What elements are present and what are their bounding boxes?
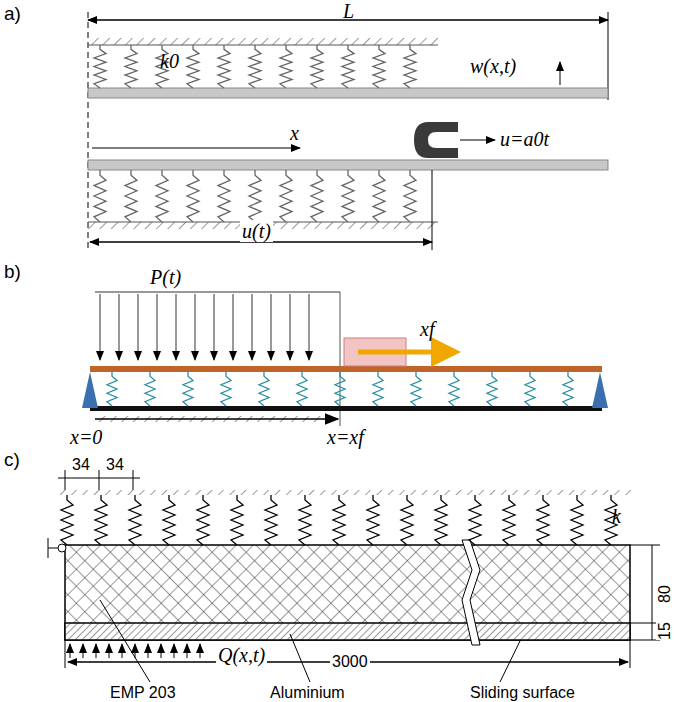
spring [373, 170, 385, 222]
spring [129, 495, 141, 545]
spring [259, 372, 269, 406]
spring [218, 170, 230, 222]
material-label: Aluminium [270, 684, 345, 702]
spring [373, 372, 383, 406]
spring [249, 170, 261, 222]
panel-label: b) [4, 262, 21, 283]
spring [94, 45, 106, 88]
dimension: 15 [656, 622, 674, 640]
spring [525, 372, 535, 406]
spring [280, 45, 292, 88]
spring [401, 495, 413, 545]
spring [183, 372, 193, 406]
dimension: 80 [656, 585, 674, 603]
spring [156, 170, 168, 222]
front-position: xf [420, 318, 434, 340]
spring [187, 45, 199, 88]
coordinate: x=xf [325, 426, 366, 448]
spring [61, 495, 73, 545]
spring [563, 372, 573, 406]
spring [435, 495, 447, 545]
spring [404, 170, 416, 222]
deflection: w(x,t) [470, 55, 516, 77]
position: u(t) [240, 220, 273, 242]
coordinate: x=0 [70, 426, 102, 448]
spring [335, 372, 345, 406]
spring [311, 45, 323, 88]
spring [537, 495, 549, 545]
spring [299, 495, 311, 545]
load: Q(x,t) [216, 644, 267, 666]
spring [145, 372, 155, 406]
spring [487, 372, 497, 406]
spring [411, 372, 421, 406]
spring [94, 170, 106, 222]
coordinate: x [290, 122, 299, 144]
spring [449, 372, 459, 406]
spring-constant: k [612, 505, 621, 527]
material-label: EMP 203 [110, 684, 176, 702]
spring [221, 372, 231, 406]
spring [280, 170, 292, 222]
dimension: 34 [106, 456, 124, 474]
spring [95, 495, 107, 545]
spring [163, 495, 175, 545]
spring [218, 45, 230, 88]
spring [469, 495, 481, 545]
spring [342, 45, 354, 88]
spring [107, 372, 117, 406]
spring-constant: k0 [160, 50, 179, 72]
spring [265, 495, 277, 545]
panel-label: c) [4, 450, 20, 471]
spring [342, 170, 354, 222]
spring [197, 495, 209, 545]
spring [367, 495, 379, 545]
spring [125, 170, 137, 222]
spring [333, 495, 345, 545]
spring [297, 372, 307, 406]
spring [249, 45, 261, 88]
dimension: L [343, 0, 354, 22]
spring [373, 45, 385, 88]
spring [404, 45, 416, 88]
spring [571, 495, 583, 545]
spring [503, 495, 515, 545]
velocity: u=a0t [500, 128, 549, 150]
spring [311, 170, 323, 222]
spring [125, 45, 137, 88]
surface-label: Sliding surface [470, 684, 575, 702]
dimension: 34 [72, 456, 90, 474]
panel-label: a) [4, 4, 21, 25]
spring [231, 495, 243, 545]
spring [187, 170, 199, 222]
dimension: 3000 [330, 653, 370, 671]
load: P(t) [150, 266, 181, 288]
